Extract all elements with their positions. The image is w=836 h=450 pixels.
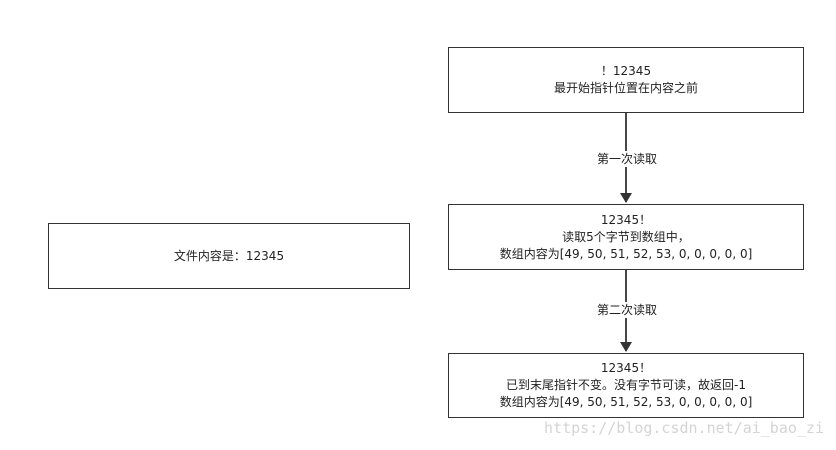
read-description-text: 读取5个字节到数组中， xyxy=(562,229,690,244)
read-description-text: 已到末尾指针不变。没有字节可读，故返回-1 xyxy=(506,378,746,392)
pointer-marker-text: 12345！ xyxy=(600,361,652,375)
second-read-edge-label: 第二次读取 xyxy=(594,302,660,318)
array-content-text: 数组内容为[49, 50, 51, 52, 53, 0, 0, 0, 0, 0] xyxy=(499,395,753,409)
first-read-edge-label: 第一次读取 xyxy=(594,151,660,167)
pointer-description-text: 最开始指针位置在内容之前 xyxy=(553,81,698,95)
watermark-text: https://blog.csdn.net/ai_bao_zi xyxy=(544,419,824,437)
file-content-text: 文件内容是：12345 xyxy=(173,248,285,263)
initial-pointer-state-box: ！12345 最开始指针位置在内容之前 xyxy=(448,47,804,113)
second-read-state-box: 12345！ 已到末尾指针不变。没有字节可读，故返回-1 数组内容为[49, 5… xyxy=(448,353,804,418)
first-read-state-box: 12345！ 读取5个字节到数组中， 数组内容为[49, 50, 51, 52,… xyxy=(448,204,804,270)
pointer-marker-text: ！12345 xyxy=(600,64,652,78)
array-content-text: 数组内容为[49, 50, 51, 52, 53, 0, 0, 0, 0, 0] xyxy=(499,246,753,261)
pointer-marker-text: 12345！ xyxy=(600,212,652,227)
file-content-box: 文件内容是：12345 xyxy=(48,223,410,289)
